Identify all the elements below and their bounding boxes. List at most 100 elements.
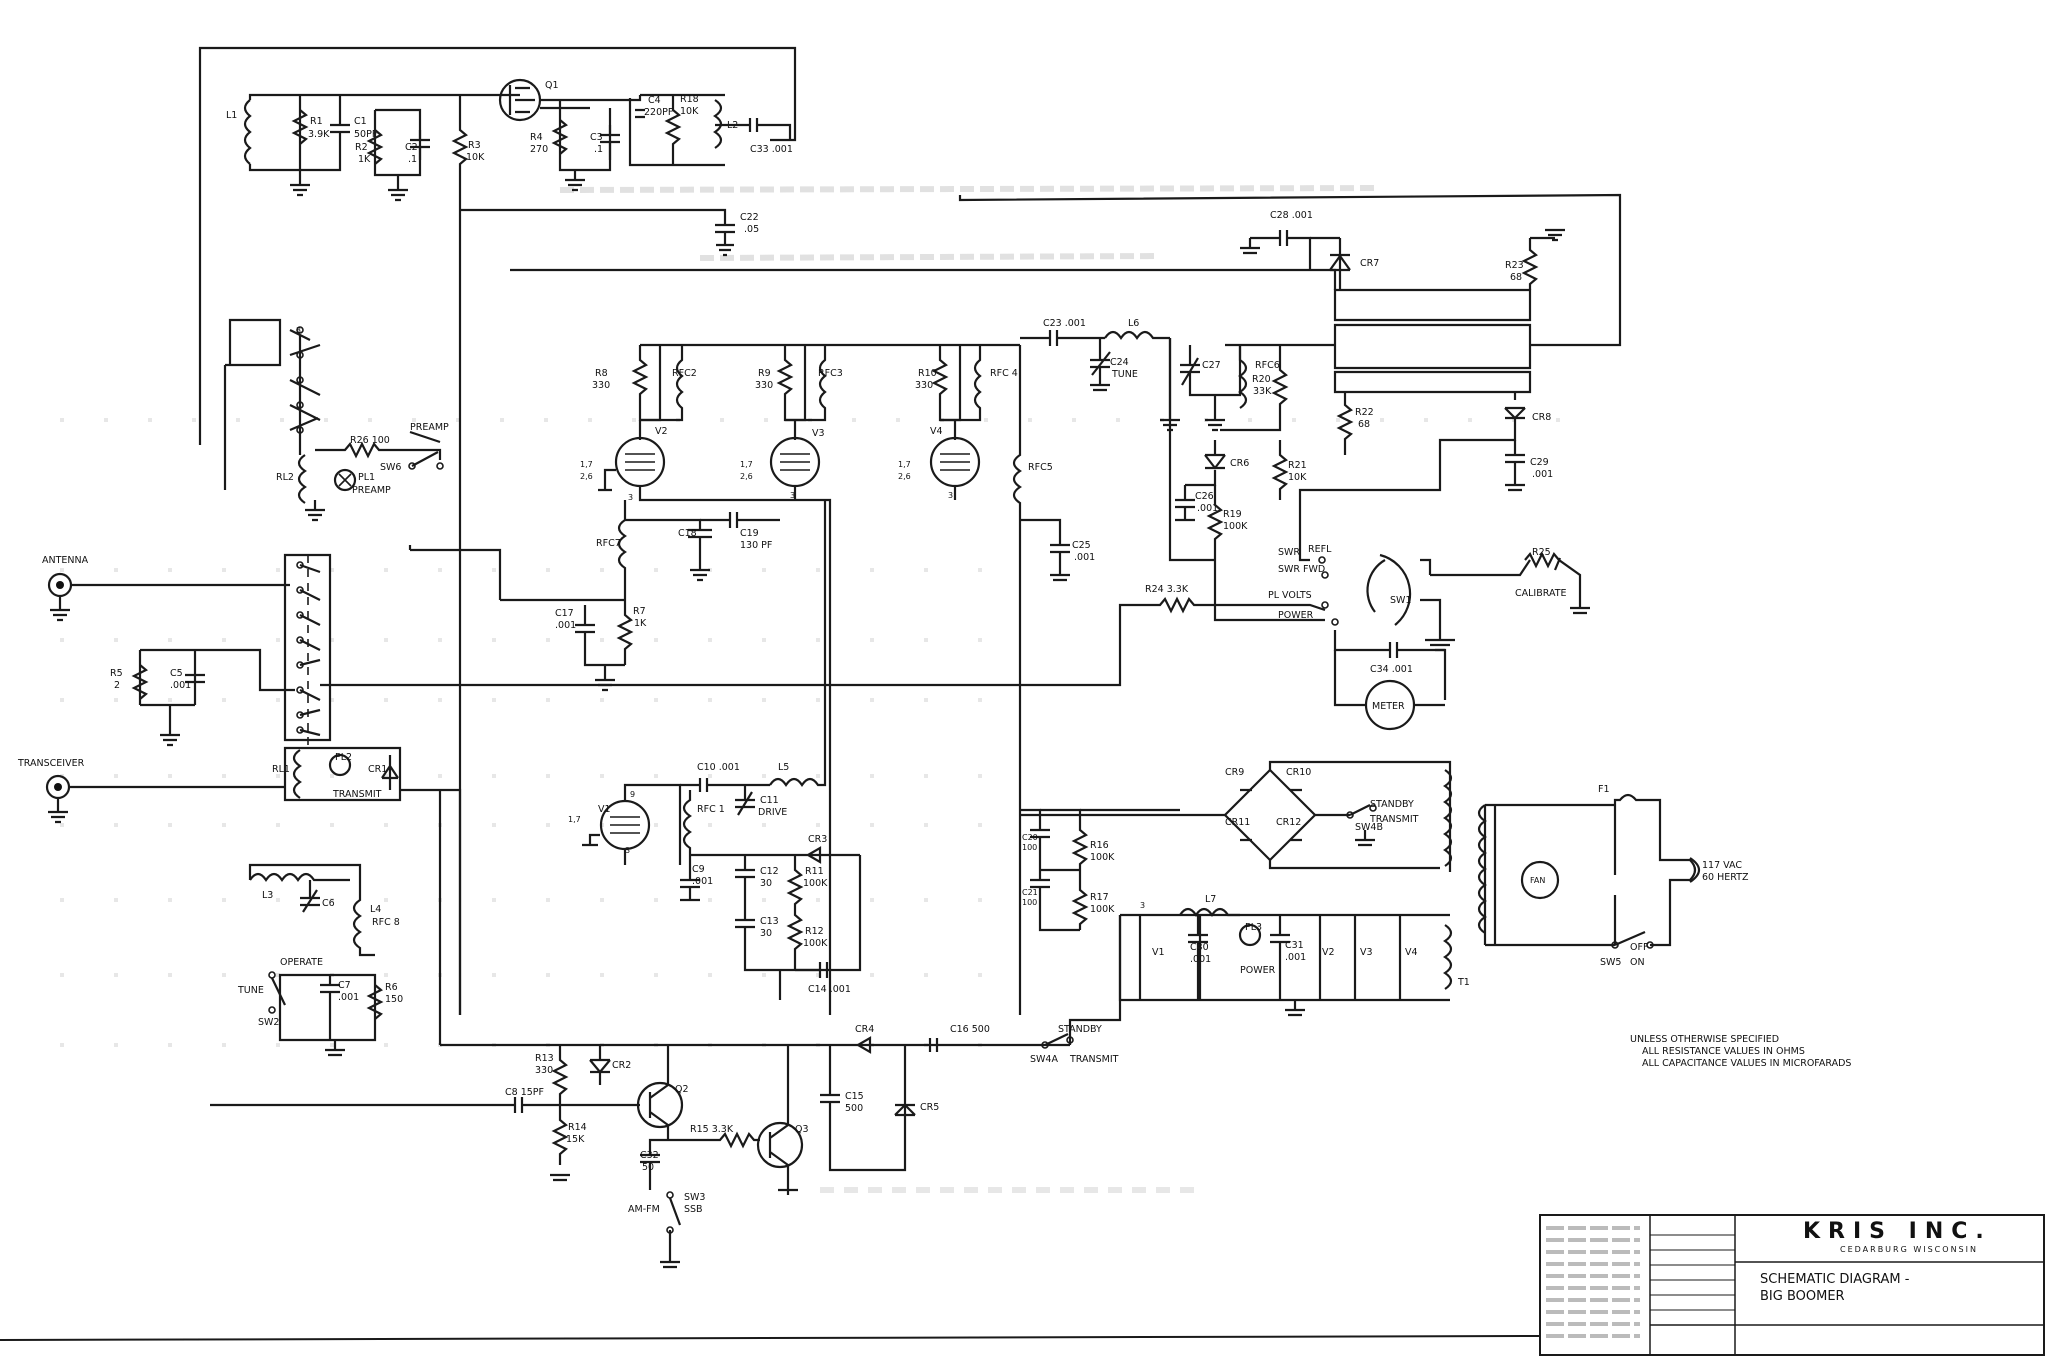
- V1-label: V1: [598, 804, 611, 815]
- tube-bank: R8 330 RFC2 V2 1,7 2,6 3 R9 330 RFC3 V3 …: [580, 343, 1020, 1015]
- R8-value: 330: [592, 380, 610, 391]
- Q3-label: Q3: [795, 1124, 809, 1135]
- calibrate-label: CALIBRATE: [1515, 588, 1567, 599]
- C4-value: 220PF: [644, 107, 673, 118]
- C4-label: C4: [648, 95, 661, 106]
- input-tank: L3 C6 L4 RFC 8 C7 .001 R6 150 OPERATE TU…: [237, 863, 403, 1057]
- CR7-label: CR7: [1360, 258, 1379, 269]
- transmit-label-top: TRANSMIT: [1369, 814, 1419, 825]
- sw1-refl: REFL: [1308, 544, 1332, 555]
- C12-value: 30: [760, 878, 772, 889]
- C23-label: C23 .001: [1043, 318, 1086, 329]
- L1-label: L1: [226, 110, 237, 121]
- CR11-label: CR11: [1225, 817, 1250, 828]
- C26-label: C26: [1195, 491, 1214, 502]
- Q2-label: Q2: [675, 1084, 689, 1095]
- R20-value: 33K: [1253, 386, 1272, 397]
- C6-label: C6: [322, 898, 335, 909]
- C15-label: C15: [845, 1091, 864, 1102]
- C9-label: C9: [692, 864, 705, 875]
- V3-label: V3: [812, 428, 825, 439]
- title-block: KRIS INC. CEDARBURG WISCONSIN SCHEMATIC …: [1539, 1214, 2045, 1356]
- R7-value: 1K: [634, 618, 647, 629]
- R2-value: 1K: [358, 154, 371, 165]
- SW4A-label: SW4A: [1030, 1054, 1058, 1065]
- V4-pins-a: 1,7: [898, 460, 911, 469]
- notes-line3: ALL CAPACITANCE VALUES IN MICROFARADS: [1642, 1058, 1851, 1069]
- transceiver-connector: TRANSCEIVER: [17, 758, 285, 824]
- L7-label: L7: [1205, 894, 1216, 905]
- RFC4-label: RFC 4: [990, 368, 1018, 379]
- R21-label: R21: [1288, 460, 1307, 471]
- C29-value: .001: [1532, 469, 1553, 480]
- SW3-ssb: SSB: [684, 1204, 703, 1215]
- bridge-rectifier: CR9 CR10 CR11 CR12 SW4B STANDBY TRANSMIT: [1020, 760, 1453, 872]
- transceiver-label: TRANSCEIVER: [17, 758, 85, 769]
- C7-label: C7: [338, 980, 351, 991]
- SW5-label: SW5: [1600, 957, 1621, 968]
- C32-label: C32: [640, 1150, 659, 1161]
- SW1-label: SW1: [1390, 595, 1411, 606]
- V1-pin3: 3: [625, 846, 630, 855]
- C17-value: .001: [555, 620, 576, 631]
- R13-value: 330: [535, 1065, 553, 1076]
- SW2-label: SW2: [258, 1017, 279, 1028]
- V3-pin3: 3: [790, 491, 795, 500]
- R26-label: R26 100: [350, 435, 390, 446]
- preamp-stage: L1 R1 3.9K C1 50PF R2 1K C2 .1 R3 10K Q1…: [198, 46, 797, 1015]
- driver-stage: V1 1,7 9 3 C10 .001 L5 RFC 1 C11 DRIVE C…: [568, 500, 862, 1000]
- RFC6-label: RFC6: [1255, 360, 1280, 371]
- C13-label: C13: [760, 916, 779, 927]
- R17-label: R17: [1090, 892, 1109, 903]
- C21-value: 100: [1022, 898, 1037, 907]
- CR10-label: CR10: [1286, 767, 1311, 778]
- V2-pins-a: 1,7: [580, 460, 593, 469]
- V3-pins-b: 2,6: [740, 472, 753, 481]
- relay-block: 3 RL2 PL1 PREAMP R26 100 SW6 PREAMP RL1 …: [223, 318, 462, 1015]
- sw1-swrfwd: SWR FWD: [1278, 564, 1325, 575]
- C5-label: C5: [170, 668, 183, 679]
- C2-label: C2: [405, 142, 418, 153]
- V4-label: V4: [930, 426, 943, 437]
- SW3-label: SW3: [684, 1192, 705, 1203]
- R12-label: R12: [805, 926, 824, 937]
- CR12-label: CR12: [1276, 817, 1301, 828]
- R23-value: 68: [1510, 272, 1522, 283]
- RFC5-label: RFC5: [1028, 462, 1053, 473]
- C32-value: 50: [642, 1162, 654, 1173]
- sw1-power: POWER: [1278, 610, 1314, 621]
- C3-value: .1: [594, 144, 603, 155]
- R14-label: R14: [568, 1122, 587, 1133]
- C21-label: C21: [1022, 888, 1038, 897]
- V1-pins: 1,7: [568, 815, 581, 824]
- C19-value: 130 PF: [740, 540, 772, 551]
- T1-label: T1: [1457, 977, 1470, 988]
- C20-value: 100: [1022, 843, 1037, 852]
- R6-label: R6: [385, 982, 398, 993]
- SW3-amfm: AM-FM: [628, 1204, 660, 1215]
- C31-value: .001: [1285, 952, 1306, 963]
- RFC1-label: RFC 1: [697, 804, 725, 815]
- CR4-label: CR4: [855, 1024, 874, 1035]
- C5-value: .001: [170, 680, 191, 691]
- RFC7-label: RFC7: [596, 538, 621, 549]
- R11-value: 100K: [803, 878, 828, 889]
- meter-label: METER: [1372, 701, 1405, 712]
- sw5-off: OFF: [1630, 942, 1648, 953]
- V1-pin9: 9: [630, 790, 635, 799]
- R20-label: R20: [1252, 374, 1271, 385]
- notes: UNLESS OTHERWISE SPECIFIED ALL RESISTANC…: [1630, 1034, 1851, 1069]
- filament-V1: V1: [1152, 947, 1165, 958]
- L6-label: L6: [1128, 318, 1139, 329]
- RL1-label: RL1: [272, 764, 290, 775]
- C17-label: C17: [555, 608, 574, 619]
- relay-pin-1: 3: [296, 326, 301, 335]
- C14-label: C14 .001: [808, 984, 851, 995]
- notes-line1: UNLESS OTHERWISE SPECIFIED: [1630, 1034, 1779, 1045]
- R22-value: 68: [1358, 419, 1370, 430]
- PL3-label: PL3: [1245, 922, 1262, 933]
- bias-control: R13 330 CR2 C8 15PF R14 15K Q2 C32 50 AM…: [210, 790, 1119, 1269]
- R5-C5-network: R5 2 C5 .001: [110, 648, 295, 747]
- C7-value: .001: [338, 992, 359, 1003]
